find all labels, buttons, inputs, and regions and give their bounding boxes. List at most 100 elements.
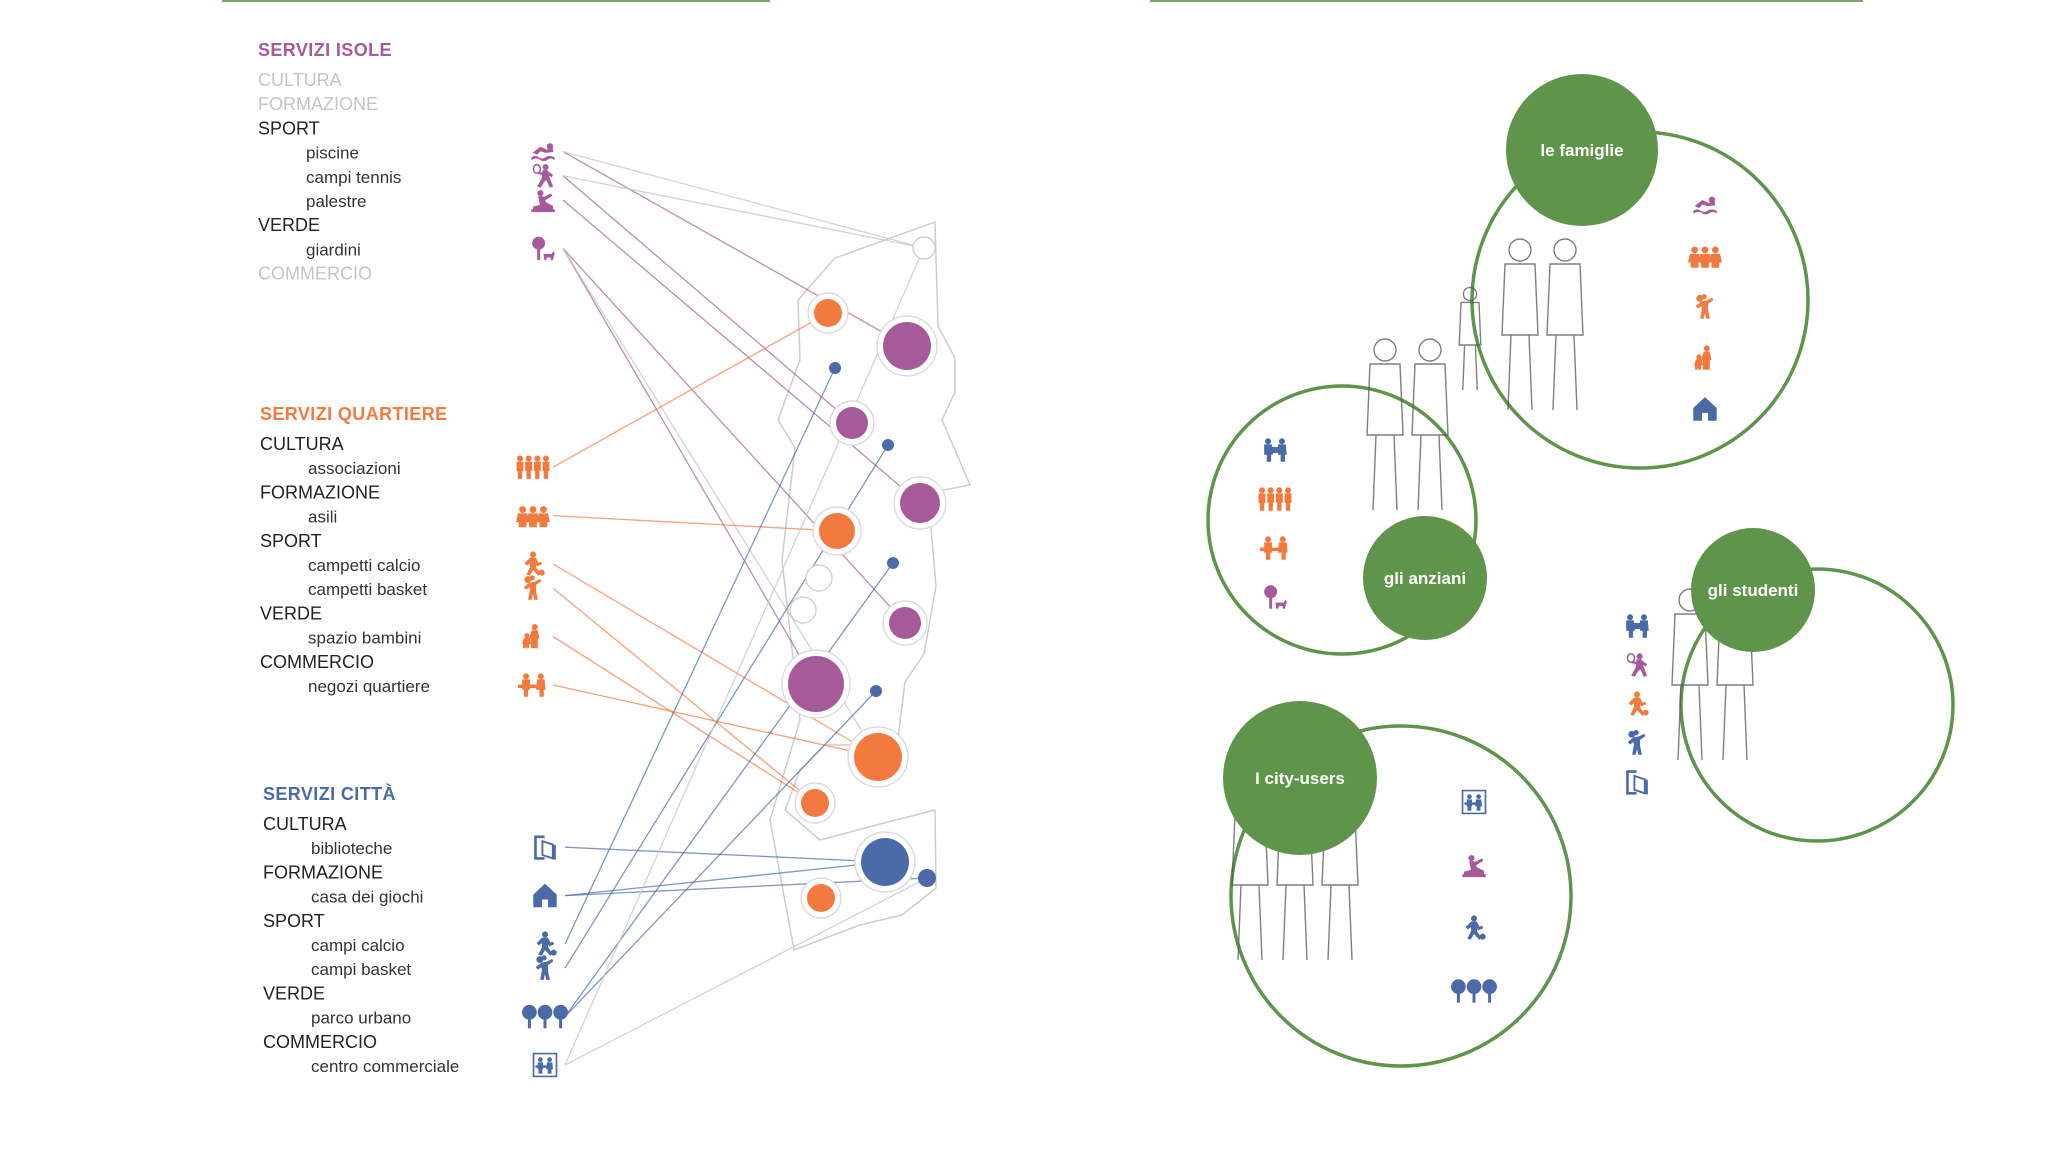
group-people-icon — [516, 455, 550, 479]
connection-line — [562, 247, 906, 624]
shop-icon — [518, 673, 546, 697]
service-label: campi basket — [311, 960, 411, 979]
library-icon — [1625, 769, 1649, 795]
connection-line — [564, 690, 877, 1018]
category-label: VERDE — [258, 215, 320, 235]
category-label: FORMAZIONE — [260, 482, 380, 502]
map-node — [788, 656, 844, 712]
section-isole: SERVIZI ISOLECULTURAFORMAZIONESPORTpisci… — [258, 40, 555, 284]
map-nodes — [781, 236, 947, 919]
trees-icon — [1451, 979, 1497, 1003]
category-label: FORMAZIONE — [258, 94, 378, 114]
service-label: spazio bambini — [308, 629, 421, 648]
category-label: SPORT — [258, 118, 320, 138]
connection-line — [552, 563, 879, 758]
children-icon — [516, 506, 550, 528]
category-label: VERDE — [263, 983, 325, 1003]
map-node — [882, 439, 894, 451]
service-label: campi tennis — [306, 168, 401, 187]
category-label: COMMERCIO — [258, 264, 372, 284]
section-citta: SERVIZI CITTÀ CULTURA bibliotecheFORMAZION… — [263, 783, 568, 1078]
user-groups: le famiglie gli anziani gli studenti I city… — [1206, 74, 1955, 1068]
connection-line — [562, 151, 908, 347]
connection-lines — [552, 150, 928, 1066]
connection-line — [562, 248, 817, 685]
group-label-bubble — [1691, 528, 1815, 652]
user-group: I city-users — [1223, 701, 1573, 1068]
connection-line — [564, 367, 836, 945]
basketball-player-icon — [1627, 730, 1646, 755]
user-group: gli anziani — [1206, 338, 1487, 656]
connection-line — [562, 150, 925, 249]
map-node — [861, 838, 909, 886]
soccer-player-icon — [1628, 691, 1649, 716]
map-node — [805, 564, 833, 592]
connection-line — [564, 877, 928, 1066]
service-label: asili — [308, 508, 337, 527]
service-label: campi calcio — [311, 936, 405, 955]
basketball-player-icon — [523, 575, 542, 600]
group-label: I city-users — [1255, 769, 1345, 788]
group-label-bubble — [1223, 701, 1377, 855]
map-node — [912, 236, 936, 260]
service-label: biblioteche — [311, 839, 392, 858]
section-title: SERVIZI QUARTIERE — [260, 404, 448, 424]
tree-dog-icon — [532, 236, 555, 261]
category-label: SPORT — [263, 911, 325, 931]
swimmer-icon — [531, 143, 555, 162]
district-map — [552, 150, 972, 1066]
category-label: CULTURA — [260, 434, 344, 454]
library-icon — [533, 834, 557, 861]
map-node — [918, 869, 936, 887]
map-node — [814, 299, 842, 327]
service-label: casa dei giochi — [311, 888, 423, 907]
tennis-player-icon — [1626, 652, 1648, 678]
group-label: le famiglie — [1540, 141, 1623, 160]
map-node — [807, 884, 835, 912]
connection-line — [564, 861, 886, 897]
category-label: FORMAZIONE — [263, 862, 383, 882]
people-illustration — [1458, 238, 1584, 411]
basketball-player-icon — [535, 955, 554, 980]
map-node — [883, 322, 931, 370]
group-label: gli studenti — [1708, 581, 1799, 600]
group-label-bubble — [1363, 516, 1487, 640]
library-reader-icon — [1626, 614, 1649, 638]
mall-icon — [532, 1052, 558, 1078]
section-title: SERVIZI ISOLE — [258, 40, 392, 60]
category-label: SPORT — [260, 531, 322, 551]
connection-line — [564, 562, 894, 1017]
trees-icon — [522, 1004, 568, 1029]
gym-icon — [531, 190, 555, 213]
map-node — [900, 483, 940, 523]
category-label: COMMERCIO — [263, 1032, 377, 1052]
soccer-player-icon — [536, 931, 557, 956]
category-label: COMMERCIO — [260, 652, 374, 672]
map-node — [870, 685, 882, 697]
section-title: SERVIZI CITTÀ — [263, 783, 396, 804]
connection-line — [562, 175, 853, 424]
connection-line — [552, 636, 816, 804]
service-label: palestre — [306, 192, 366, 211]
parent-child-icon — [522, 624, 540, 649]
map-node — [819, 513, 855, 549]
connection-line — [562, 199, 921, 504]
section-quartiere: SERVIZI QUARTIERE CULTURA associazioniFORM… — [260, 404, 550, 697]
tennis-player-icon — [532, 163, 554, 188]
children-icon — [1688, 246, 1722, 268]
map-node — [829, 362, 841, 374]
service-label: negozi quartiere — [308, 677, 430, 696]
connection-line — [552, 312, 829, 468]
user-group: gli studenti — [1625, 528, 1955, 843]
map-node — [887, 557, 899, 569]
group-label: gli anziani — [1384, 569, 1466, 588]
group-label-bubble — [1506, 74, 1658, 226]
connection-line — [564, 846, 886, 863]
map-node — [801, 789, 829, 817]
connection-line — [552, 587, 816, 804]
service-label: associazioni — [308, 459, 401, 478]
service-label: piscine — [306, 144, 359, 163]
category-label: CULTURA — [263, 814, 347, 834]
people-illustration — [1366, 338, 1449, 511]
